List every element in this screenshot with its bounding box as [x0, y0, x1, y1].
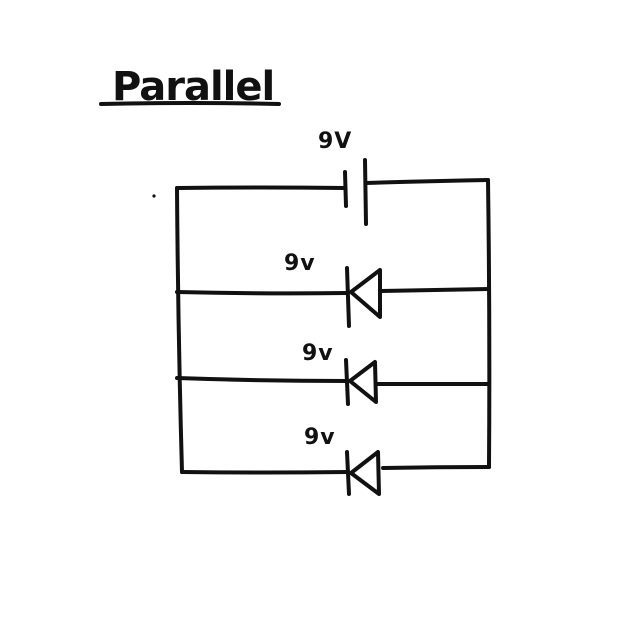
led-branch-2: 9v: [175, 341, 491, 406]
left-rail: [175, 186, 184, 474]
led-1-cathode-bar: [345, 266, 351, 328]
ink-dot: [152, 194, 156, 198]
led-3-wire-left: [180, 470, 350, 475]
top-wire-right: [364, 178, 490, 185]
top-wire-left: [175, 185, 347, 190]
led-2-cathode-bar: [344, 358, 350, 406]
led-1-diode-triangle: [349, 268, 382, 319]
led-1-voltage-label: 9v: [284, 251, 316, 276]
led-2-voltage-label: 9v: [302, 341, 334, 366]
led-3-wire-right: [381, 465, 491, 470]
led-3-voltage-label: 9v: [304, 425, 336, 450]
led-branch-3: 9v: [180, 425, 491, 496]
led-3-cathode-bar: [345, 450, 351, 496]
led-3-diode-triangle: [349, 450, 381, 496]
led-branch-1: 9v: [175, 251, 491, 328]
circuit-wires: [175, 178, 492, 474]
battery-long-plate: [363, 158, 368, 226]
battery-voltage-label: 9V: [318, 129, 352, 154]
battery-symbol: [343, 158, 368, 226]
right-rail: [486, 178, 492, 469]
led-1-wire-left: [175, 290, 349, 296]
led-2-wire-left: [175, 376, 349, 383]
led-2-diode-triangle: [348, 360, 378, 404]
title-underline: [99, 101, 281, 106]
led-1-wire-right: [378, 287, 491, 293]
